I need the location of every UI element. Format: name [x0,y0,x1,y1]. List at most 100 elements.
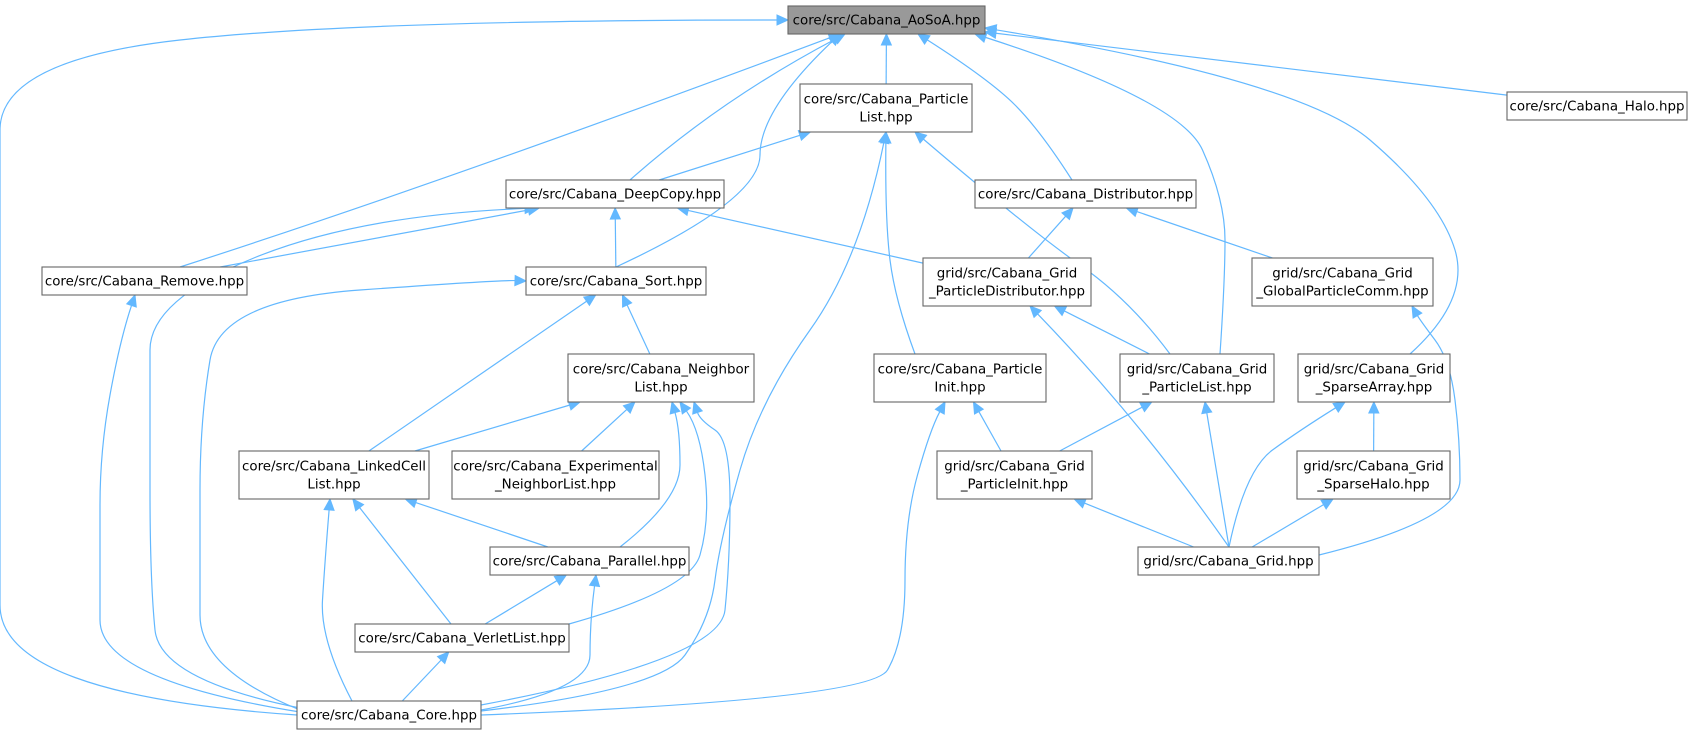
edge-core-to-sort [199,274,528,711]
node-core[interactable]: core/src/Cabana_Core.hpp [296,700,482,730]
edge-core-to-remove [99,293,301,713]
edge-arrowhead [934,400,946,415]
edge-line [922,138,1171,355]
node-box [296,700,482,730]
edge-line [1228,407,1336,548]
edge-linkedcell-to-sort [368,294,597,452]
edge-deepcopy-to-particlelist [658,129,812,181]
edge-line [1027,215,1067,259]
edge-line [99,305,301,713]
edge-grid-to-gridshalo [1251,498,1335,548]
node-remove[interactable]: core/src/Cabana_Remove.hpp [41,266,248,296]
edge-arrowhead [1029,305,1043,319]
node-label: grid/src/Cabana_Grid [1303,460,1444,475]
edges-layer [0,14,1508,716]
node-label: core/src/Cabana_Sort.hpp [530,275,702,290]
node-distributor[interactable]: core/src/Cabana_Distributor.hpp [974,179,1197,209]
edge-line [321,509,353,702]
node-label: core/src/Cabana_Distributor.hpp [978,188,1193,203]
edge-core-to-particlelist [480,130,890,712]
node-neighborlist[interactable]: core/src/Cabana_NeighborList.hpp [567,353,755,403]
edge-gridpdist-to-distributor [1027,207,1074,259]
node-particleinit[interactable]: core/src/Cabana_ParticleInit.hpp [873,353,1047,403]
edge-line [1206,412,1230,548]
node-parallel[interactable]: core/src/Cabana_Parallel.hpp [489,546,690,576]
edge-line [1059,406,1143,452]
node-box [799,83,973,133]
node-deepcopy[interactable]: core/src/Cabana_DeepCopy.hpp [505,179,725,209]
node-grid[interactable]: grid/src/Cabana_Grid.hpp [1137,546,1320,576]
edge-particleinit-to-particlelist [880,130,916,355]
edge-sort-to-aosoa [615,33,841,268]
node-gridpinit[interactable]: grid/src/Cabana_Grid_ParticleInit.hpp [936,450,1093,500]
edge-line [1251,504,1324,548]
node-box [505,179,725,209]
edge-neighborlist-to-sort [621,293,651,355]
edge-core-to-linkedcell [321,497,353,702]
edge-line [149,207,526,709]
edge-arrowhead [609,206,622,220]
edge-expneighbor-to-neighborlist [581,401,636,452]
node-gridpdist[interactable]: grid/src/Cabana_Grid_ParticleDistributor… [922,257,1092,307]
node-label: _GlobalParticleComm.hpp [1255,285,1428,300]
node-label: Init.hpp [934,381,985,396]
edge-line [480,412,731,706]
edge-line [480,411,941,716]
edge-arrowhead [776,14,790,26]
edge-arrowhead [878,130,890,145]
nodes-layer: core/src/Cabana_AoSoA.hpp core/src/Cabana… [41,5,1688,730]
node-box [567,353,755,403]
edge-arrowhead [582,294,597,307]
node-gridplist[interactable]: grid/src/Cabana_Grid_ParticleList.hpp [1119,353,1275,403]
node-label: grid/src/Cabana_Grid [944,460,1085,475]
node-label: core/src/Cabana_Halo.hpp [1510,100,1685,115]
node-gridsparse[interactable]: grid/src/Cabana_Grid_SparseArray.hpp [1297,353,1451,403]
edge-parallel-to-neighborlist [619,400,681,548]
edge-line [484,580,558,625]
edge-arrowhead [352,498,365,512]
edge-linkedcell-to-neighborlist [414,399,582,452]
node-particlelist[interactable]: core/src/Cabana_ParticleList.hpp [799,83,973,133]
node-box [1251,257,1434,307]
node-box [936,450,1093,500]
edge-sort-to-deepcopy [609,206,622,268]
node-gridshalo[interactable]: grid/src/Cabana_Grid_SparseHalo.hpp [1296,450,1451,500]
node-sort[interactable]: core/src/Cabana_Sort.hpp [525,266,707,296]
node-halo[interactable]: core/src/Cabana_Halo.hpp [1506,91,1688,121]
edge-arrowhead [125,293,137,308]
edge-gridsparse-to-aosoa [983,24,1459,355]
edge-arrowhead [1320,498,1335,510]
edge-halo-to-aosoa [983,27,1508,96]
node-verlet[interactable]: core/src/Cabana_VerletList.hpp [354,623,570,653]
node-box [1119,353,1275,403]
node-label: core/src/Cabana_LinkedCell [242,460,426,475]
node-label: grid/src/Cabana_Grid [937,267,1078,282]
edge-line [926,39,1073,181]
node-label: List.hpp [307,478,360,493]
edge-line [978,411,1002,452]
node-box [922,257,1092,307]
node-expneighbor[interactable]: core/src/Cabana_Experimental_NeighborLis… [451,450,660,500]
edge-arrowhead [1368,400,1380,414]
edge-line [414,404,570,452]
node-label: core/src/Cabana_Particle [878,363,1043,378]
node-box [1506,91,1688,121]
node-gridgpc[interactable]: grid/src/Cabana_Grid_GlobalParticleComm.… [1251,257,1434,307]
edge-line [885,142,916,355]
node-label: List.hpp [634,381,687,396]
node-label: core/src/Cabana_Neighbor [573,363,750,378]
edge-line [614,218,617,268]
edge-arrowhead [1411,304,1423,319]
node-box [974,179,1197,209]
edge-arrowhead [553,574,568,586]
edge-line [568,410,708,625]
node-aosoa[interactable]: core/src/Cabana_AoSoA.hpp [787,5,986,35]
edge-line [415,501,549,548]
edge-arrowhead [1138,401,1153,413]
edge-line [199,279,516,711]
edge-arrowhead [1073,497,1088,509]
edge-line [1064,310,1150,355]
edge-line [615,41,833,268]
